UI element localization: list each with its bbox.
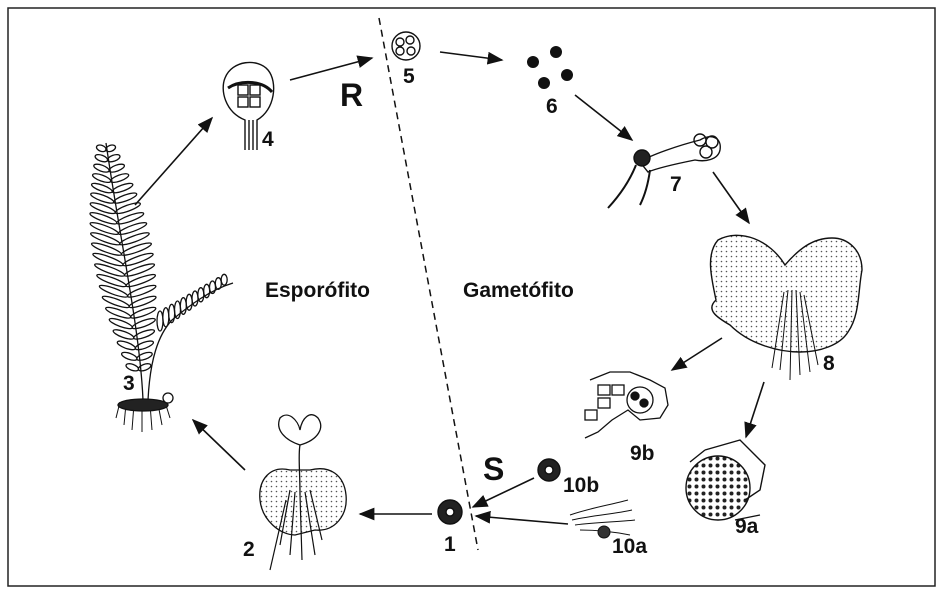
stage-6-label: 6 (546, 95, 558, 118)
stage-8-label: 8 (823, 352, 835, 375)
arrow-5-to-6 (440, 52, 502, 60)
arrow-3-to-4 (135, 118, 212, 205)
spermatozoid-illustration (570, 500, 635, 538)
fern-pinna (96, 272, 127, 288)
cycle-arrows (135, 52, 764, 524)
fern-pinna (107, 153, 121, 163)
prothallus-illustration (710, 235, 862, 380)
fern-frond-pinna (157, 311, 163, 331)
egg-cell-illustration (538, 459, 560, 481)
antheridium-illustration (686, 440, 765, 520)
arrow-2-to-3 (193, 420, 245, 470)
fern-pinna (119, 231, 150, 247)
stage-10a-label: 10a (612, 535, 647, 558)
fern-pinna (125, 272, 156, 288)
germinating-spore-illustration (608, 134, 720, 208)
fern-frond-pinna (198, 288, 204, 302)
stage-1-label: 1 (444, 533, 456, 556)
fern-pinna (108, 163, 125, 174)
fern-pinna (121, 351, 138, 362)
fern-frond-pinna (221, 274, 227, 285)
fern-pinna (96, 144, 107, 153)
fern-pinna (90, 231, 121, 247)
stage-2-label: 2 (243, 538, 255, 561)
fern-pinna (94, 153, 108, 163)
arrow-7-to-8 (713, 172, 749, 223)
spores-illustration (527, 46, 573, 89)
fern-pinna (122, 251, 154, 268)
meiosis-marker-R: R (340, 77, 363, 113)
fern-frond-pinna (180, 298, 186, 315)
fern-pinna (91, 241, 123, 258)
fern-pinna (92, 172, 112, 184)
stage-5-label: 5 (403, 65, 415, 88)
spore-tetrad-illustration (392, 32, 420, 60)
fern-pinna (117, 221, 147, 237)
fern-pinna (116, 339, 136, 351)
fern-pinna (111, 182, 134, 195)
fern-frond-pinna (163, 308, 169, 327)
zygote-illustration (438, 500, 462, 524)
mature-fern-sporophyte-illustration (89, 143, 233, 432)
fern-frond-pinna (215, 278, 221, 290)
fern-pinna (94, 262, 126, 279)
gametophyte-label: Gametófito (463, 279, 574, 302)
arrow-10a-to-1 (476, 516, 568, 524)
young-sporophyte-illustration (260, 415, 346, 570)
stage-9b-label: 9b (630, 442, 655, 465)
fern-pinna (112, 328, 135, 341)
sporophyte-label: Esporófito (265, 279, 370, 302)
stage-4-label: 4 (262, 128, 274, 151)
fern-pinna (125, 362, 139, 372)
fern-frond-pinna (186, 294, 192, 310)
stage-3-label: 3 (123, 372, 135, 395)
fertilization-marker-S: S (483, 451, 504, 487)
stage-9a-label: 9a (735, 515, 759, 538)
arrow-8-to-9a (746, 382, 764, 437)
stage-7-label: 7 (670, 173, 682, 196)
fern-pinna (110, 172, 130, 184)
fern-frond-pinna (192, 291, 198, 306)
fern-pinna (92, 251, 124, 268)
arrow-8-to-9b (672, 338, 722, 370)
fern-pinna (120, 241, 152, 258)
archegonium-illustration (585, 372, 668, 438)
arrow-6-to-7 (575, 95, 632, 140)
fern-pinna (89, 221, 119, 237)
stage-10b-label: 10b (563, 474, 599, 497)
fern-pinna (124, 262, 156, 279)
fern-pinna (93, 163, 110, 174)
